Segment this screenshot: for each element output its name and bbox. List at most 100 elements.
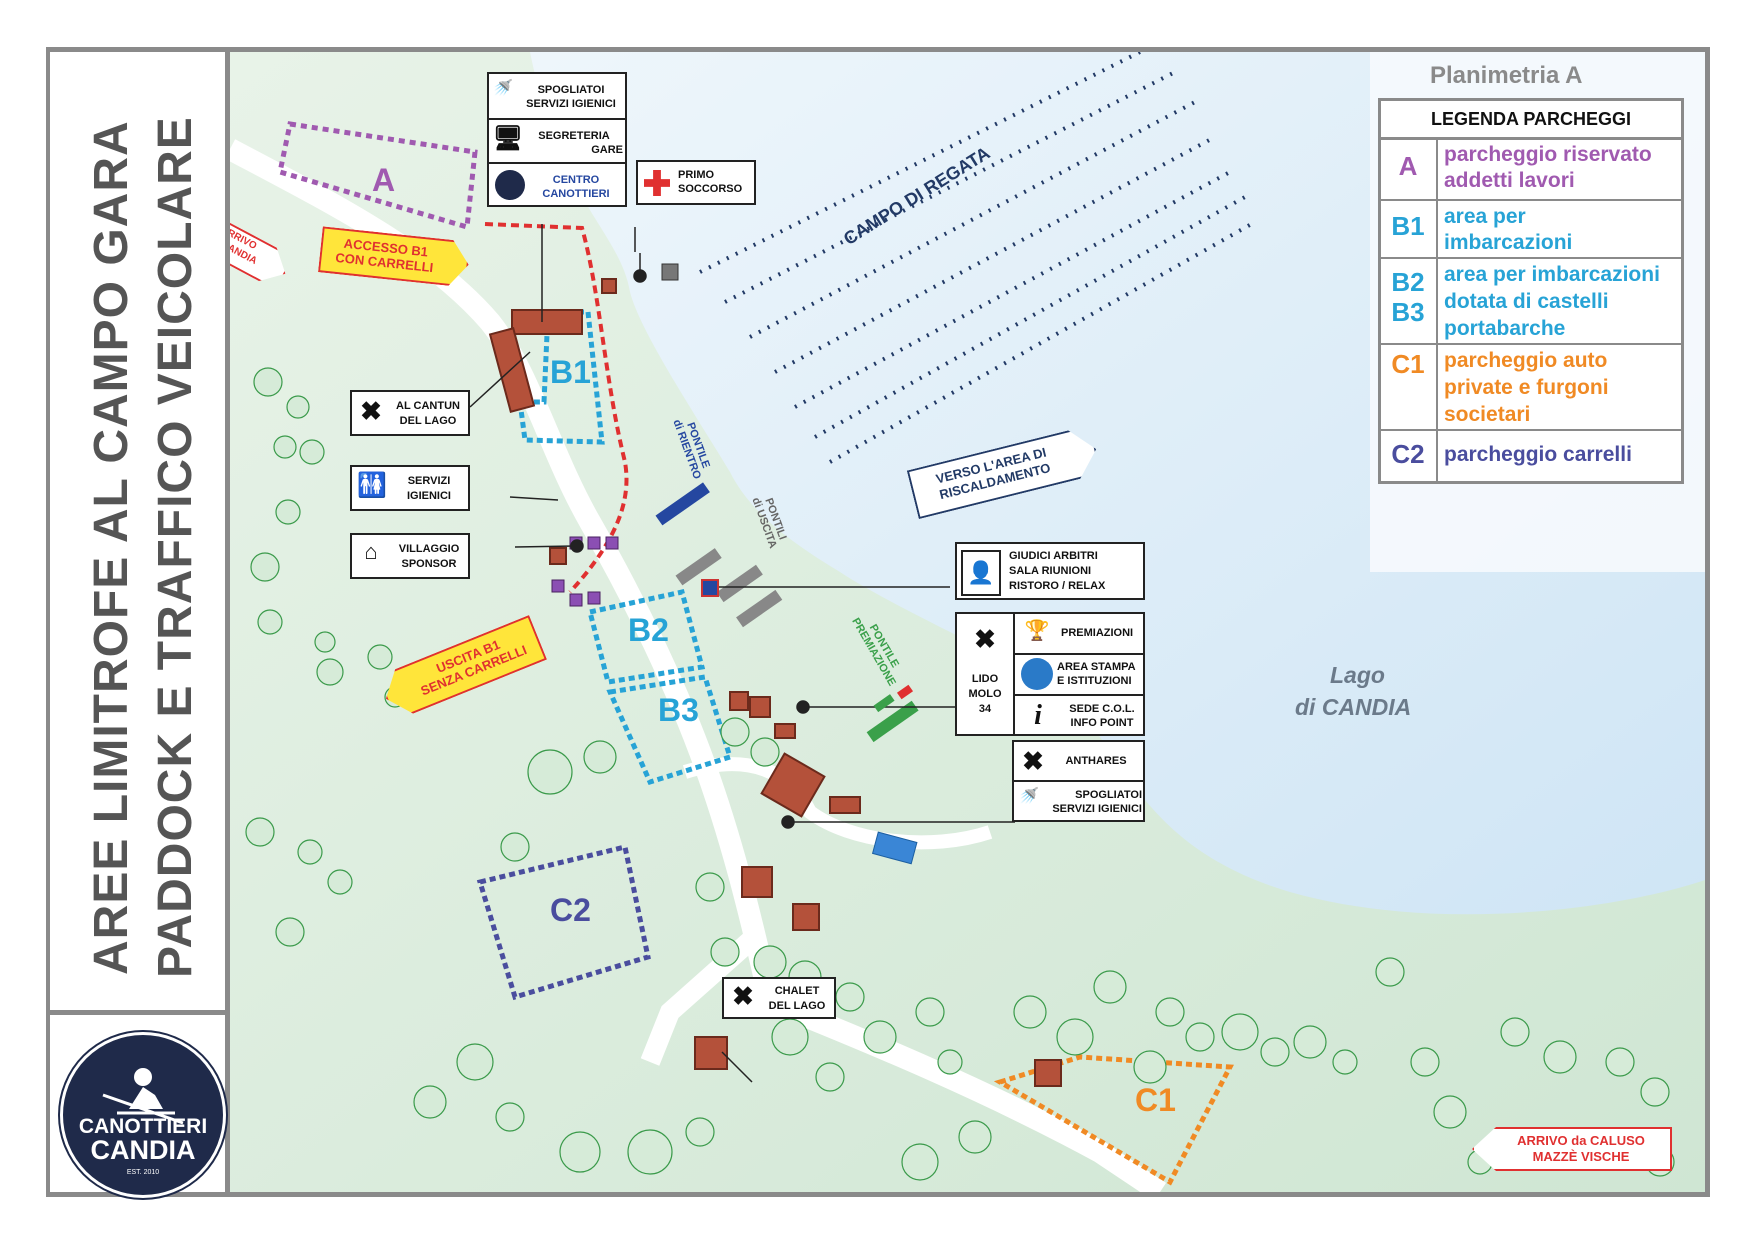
podium-icon: 🏆 (1024, 620, 1050, 642)
legend-title: LEGENDA PARCHEGGI (1381, 101, 1681, 140)
poi-villaggio-sponsor: ⌂ VILLAGGIO SPONSOR (350, 533, 470, 579)
legend-desc-b2b3-3: portabarche (1444, 317, 1566, 340)
spogliatoi-top-line1: SPOGLIATOI (537, 84, 605, 96)
lido-line1: LIDO (971, 673, 999, 685)
zone-b3-outline (606, 674, 734, 786)
legend-desc-c2-1: parcheggio carrelli (1444, 443, 1632, 466)
centro-line2: CANOTTIERI (542, 188, 610, 200)
legend-code-c1: C1 (1391, 349, 1425, 379)
regatta-lanes (699, 52, 1256, 464)
anthares-shower-icon: 🚿 (1019, 788, 1039, 805)
servizi-line2: IGIENICI (406, 490, 451, 502)
zone-a-outline (277, 121, 478, 231)
sede-line2: INFO POINT (1070, 717, 1134, 729)
red-cross-icon (644, 170, 670, 196)
connector-lines (469, 224, 1015, 1083)
legend-row-a-sep (1436, 139, 1438, 199)
legend-desc-a-2: addetti lavori (1444, 169, 1575, 192)
fic-badge-icon (1021, 658, 1053, 690)
podium-flag-red (896, 684, 914, 700)
chalet-line2: DEL LAGO (768, 1000, 826, 1012)
lake-label-line1: Lago (1330, 662, 1385, 688)
side-panel (50, 52, 230, 1192)
poi-giudici: 👤 GIUDICI ARBITRI SALA RIUNIONI RISTORO … (955, 542, 1145, 600)
legend-desc-a-1: parcheggio riservato (1444, 143, 1652, 166)
legend-row-b1: B1 area per imbarcazioni (1381, 201, 1681, 259)
poi-anthares: ✖ ANTHARES 🚿 SPOGLIATOI SERVIZI IGIENICI (1012, 740, 1145, 822)
house-icon: ⌂ (364, 539, 378, 564)
spogliatoi-top-line2: SERVIZI IGIENICI (526, 98, 616, 110)
zone-c1-label: C1 (1135, 1082, 1176, 1118)
lido-vsep (1013, 614, 1015, 734)
spogliatoi-bottom-line2: SERVIZI IGIENICI (1052, 803, 1142, 815)
centro-line1: CENTRO (552, 174, 600, 186)
pontile-uscita-3 (736, 589, 783, 628)
poi-primo-soccorso: PRIMO SOCCORSO (636, 160, 756, 205)
hq-sep-1 (489, 118, 625, 120)
poi-servizi-igienici: 🚻 SERVIZI IGIENICI (350, 465, 470, 511)
lido-hsep-1 (1013, 653, 1143, 655)
podium-flag (873, 694, 895, 713)
legend-code-c2: C2 (1391, 439, 1425, 469)
legend-desc-c1-1: parcheggio auto (1444, 349, 1608, 372)
shower-icon: 🚿 (493, 80, 513, 97)
legend-desc-c1-2: private e furgoni (1444, 376, 1609, 399)
buildings (488, 278, 1062, 1087)
poi-al-cantun: ✖ AL CANTUN DEL LAGO (350, 390, 470, 436)
side-divider (50, 1010, 230, 1015)
legend-desc-b1-1: area per (1444, 205, 1526, 228)
villaggio-line1: VILLAGGIO (398, 543, 460, 555)
zone-c2-label: C2 (550, 892, 591, 928)
lido-line2: MOLO (968, 688, 1002, 700)
legend-row-a: A parcheggio riservato addetti lavori (1381, 139, 1681, 201)
pontile-premiazione (866, 700, 919, 743)
villaggio-line2: SPONSOR (401, 558, 457, 570)
canottieri-badge-icon (495, 170, 525, 200)
zone-b2-outline (586, 589, 706, 685)
rower-icon (102, 1068, 184, 1125)
arrivo-caluso-line1: ARRIVO da CALUSO (1517, 1133, 1645, 1148)
giudici-line3: RISTORO / RELAX (1009, 580, 1106, 592)
legend-table: LEGENDA PARCHEGGI A parcheggio riservato… (1378, 98, 1684, 484)
arrivo-caluso-arrow: ARRIVO da CALUSO MAZZÈ VISCHE (1472, 1127, 1672, 1171)
judges-tower (701, 579, 719, 597)
legend-desc-b1-2: imbarcazioni (1444, 231, 1573, 254)
hq-sep-2 (489, 162, 625, 164)
side-title-line2: PADDOCK E TRAFFICO VEICOLARE (149, 116, 202, 978)
poi-chalet: ✖ CHALET DEL LAGO (722, 977, 836, 1019)
segreteria-line2: GARE (591, 144, 623, 156)
zone-b2-label: B2 (628, 612, 669, 648)
legend-row-c1: C1 parcheggio auto private e furgoni soc… (1381, 345, 1681, 431)
trees (245, 367, 1675, 1181)
legend-code-a: A (1398, 151, 1418, 181)
canottieri-logo: CANOTTIERI CANDIA EST. 2010 (60, 1032, 226, 1198)
fork-knife-icon: ✖ (360, 396, 382, 426)
side-title-line1: AREE LIMITROFE AL CAMPO GARA (85, 120, 138, 975)
arrivo-caluso-line2: MAZZÈ VISCHE (1532, 1149, 1630, 1164)
plan-title: Planimetria A (1430, 62, 1583, 89)
anthares-hsep (1014, 780, 1143, 782)
servizi-line1: SERVIZI (407, 475, 451, 487)
primo-soccorso-line1: PRIMO (678, 169, 715, 181)
legend-row-c2: C2 parcheggio carrelli (1381, 431, 1681, 481)
stampa-line2: E ISTITUZIONI (1057, 675, 1132, 687)
legend-code-b2b3: B2 B3 (1391, 267, 1425, 327)
stampa-line1: AREA STAMPA (1057, 661, 1136, 673)
pontile-uscita-2 (716, 564, 763, 603)
zone-b1-outline (517, 309, 605, 445)
desk-icon: 🖥 (492, 125, 524, 152)
al-cantun-line1: AL CANTUN (396, 400, 460, 412)
logo-line1: CANOTTIERI (78, 1115, 208, 1138)
giudici-line1: GIUDICI ARBITRI (1009, 550, 1098, 562)
poi-lido-molo: ✖ LIDO MOLO 34 🏆 PREMIAZIONI AREA STAMPA… (955, 612, 1145, 736)
chalet-fork-knife-icon: ✖ (732, 981, 754, 1011)
legend-row-b2b3: B2 B3 area per imbarcazioni dotata di ca… (1381, 259, 1681, 345)
premiazioni-label: PREMIAZIONI (1061, 627, 1134, 639)
legend-row-b1-sep (1436, 201, 1438, 257)
lido-fork-knife-icon: ✖ (974, 624, 996, 654)
lake-label-line2: di CANDIA (1295, 694, 1412, 720)
anthares-label: ANTHARES (1065, 755, 1127, 767)
pontile-uscita-1 (675, 548, 722, 586)
legend-row-b2b3-sep (1436, 259, 1438, 343)
pontile-rientro (655, 482, 710, 526)
